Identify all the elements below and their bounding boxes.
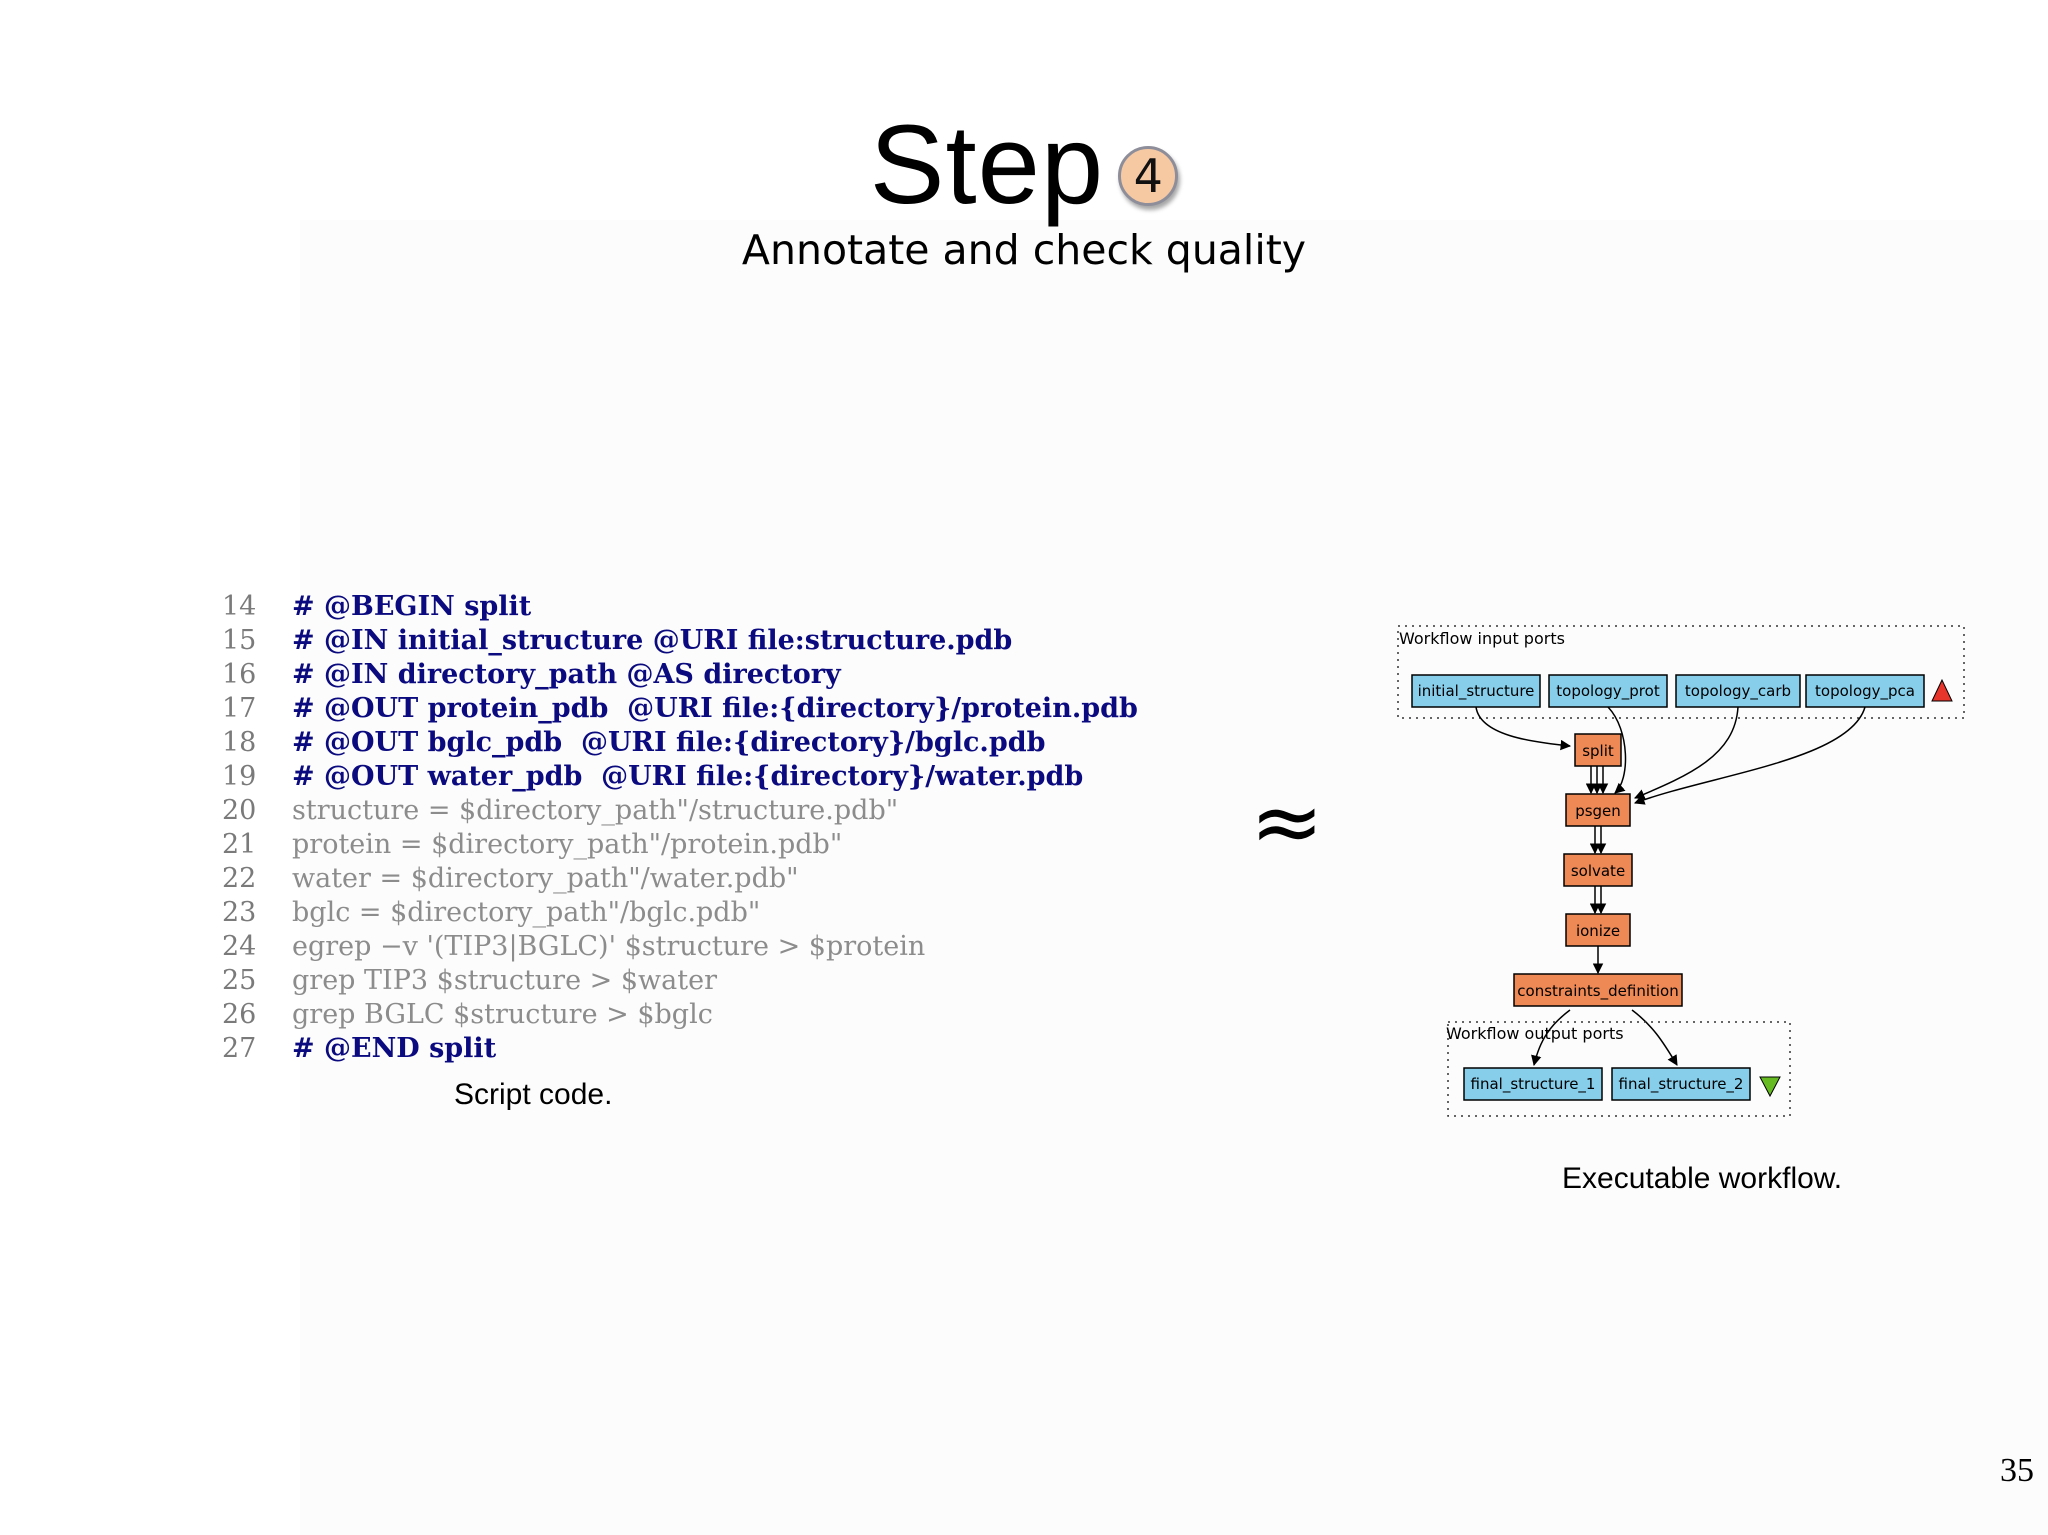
- process-solvate[interactable]: solvate: [1563, 853, 1633, 887]
- line-number: 23: [222, 897, 257, 928]
- process-label: ionize: [1576, 922, 1620, 940]
- line-number: 21: [222, 829, 257, 860]
- approx-symbol: ≈: [1250, 770, 1324, 873]
- down-triangle-icon: [1759, 1076, 1781, 1098]
- edge-carb-to-psgen: [1634, 706, 1739, 800]
- process-split[interactable]: split: [1574, 733, 1622, 767]
- process-ionize[interactable]: ionize: [1565, 913, 1631, 947]
- step-number-badge: 4: [1118, 146, 1179, 206]
- line-number: 15: [222, 625, 257, 656]
- input-port-initial-structure[interactable]: initial_structure: [1411, 674, 1541, 708]
- line-number: 27: [222, 1033, 257, 1064]
- code-line: 25 grep TIP3 $structure > $water: [222, 964, 1138, 998]
- code-text: grep BGLC $structure > $bglc: [292, 999, 713, 1030]
- process-label: split: [1582, 742, 1614, 760]
- code-line: 20 structure = $directory_path"/structure…: [222, 794, 1138, 828]
- slide-subtitle: Annotate and check quality: [741, 226, 1307, 274]
- edge-initial-to-split: [1475, 706, 1572, 751]
- input-port-topology-prot[interactable]: topology_prot: [1548, 674, 1668, 708]
- line-number: 26: [222, 999, 257, 1030]
- code-text: grep TIP3 $structure > $water: [292, 965, 717, 996]
- code-line: 22 water = $directory_path"/water.pdb": [222, 862, 1138, 896]
- input-port-label: topology_pca: [1815, 682, 1915, 701]
- code-line: 18 # @OUT bglc_pdb @URI file:{directory}/…: [222, 726, 1138, 760]
- code-text: # @IN directory_path @AS directory: [292, 659, 841, 690]
- code-line: 27 # @END split: [222, 1032, 1138, 1066]
- process-box: [1565, 913, 1631, 947]
- input-port-topology-carb[interactable]: topology_carb: [1675, 674, 1801, 708]
- code-line: 23 bglc = $directory_path"/bglc.pdb": [222, 896, 1138, 930]
- input-port-label: topology_carb: [1685, 682, 1791, 701]
- code-line: 19 # @OUT water_pdb @URI file:{directory}…: [222, 760, 1138, 794]
- workflow-diagram: Workflow input ports initial_structure t…: [1397, 625, 1965, 1117]
- line-number: 18: [222, 727, 257, 758]
- process-box: [1574, 733, 1622, 767]
- code-text: # @OUT water_pdb @URI file:{directory}/w…: [292, 761, 1084, 792]
- process-label: psgen: [1575, 802, 1621, 820]
- line-number: 25: [222, 965, 257, 996]
- output-port-box: [1611, 1067, 1751, 1101]
- output-port-box: [1463, 1067, 1603, 1101]
- code-text: # @OUT protein_pdb @URI file:{directory}…: [292, 693, 1138, 724]
- input-port-label: topology_prot: [1556, 682, 1660, 701]
- code-text: # @OUT bglc_pdb @URI file:{directory}/bg…: [292, 727, 1046, 758]
- code-text: bglc = $directory_path"/bglc.pdb": [292, 897, 761, 928]
- code-text: water = $directory_path"/water.pdb": [292, 863, 799, 894]
- input-port-topology-pca[interactable]: topology_pca: [1805, 674, 1925, 708]
- up-triangle-icon: [1931, 678, 1953, 702]
- input-port-box: [1675, 674, 1801, 708]
- line-number: 16: [222, 659, 257, 690]
- page-number: 35: [2000, 1452, 2034, 1489]
- process-psgen[interactable]: psgen: [1565, 793, 1631, 827]
- output-port-final-structure-1[interactable]: final_structure_1: [1463, 1067, 1603, 1101]
- output-port-label: final_structure_2: [1619, 1075, 1744, 1094]
- workflow-caption: Executable workflow.: [1562, 1162, 1843, 1195]
- process-box: [1513, 973, 1683, 1007]
- code-line: 15 # @IN initial_structure @URI file:stru…: [222, 624, 1138, 658]
- output-port-final-structure-2[interactable]: final_structure_2: [1611, 1067, 1751, 1101]
- code-line: 16 # @IN directory_path @AS directory: [222, 658, 1138, 692]
- code-text: structure = $directory_path"/structure.p…: [292, 795, 899, 826]
- output-ports-label: Workflow output ports: [1446, 1024, 1624, 1043]
- input-port-box: [1411, 674, 1541, 708]
- edge-to-final-2: [1631, 1009, 1678, 1066]
- code-line: 17 # @OUT protein_pdb @URI file:{director…: [222, 692, 1138, 726]
- process-label: constraints_definition: [1517, 982, 1678, 1001]
- code-line: 14 # @BEGIN split: [222, 590, 1138, 624]
- line-number: 24: [222, 931, 257, 962]
- code-text: # @BEGIN split: [292, 591, 532, 622]
- line-number: 22: [222, 863, 257, 894]
- script-caption: Script code.: [454, 1078, 613, 1111]
- slide-title: Step: [869, 102, 1105, 227]
- code-text: # @IN initial_structure @URI file:struct…: [292, 625, 1013, 656]
- output-port-label: final_structure_1: [1471, 1075, 1596, 1094]
- process-constraints-definition[interactable]: constraints_definition: [1513, 973, 1683, 1007]
- process-box: [1565, 793, 1631, 827]
- input-port-label: initial_structure: [1418, 682, 1535, 701]
- code-text: protein = $directory_path"/protein.pdb": [292, 829, 843, 860]
- line-number: 17: [222, 693, 257, 724]
- line-number: 14: [222, 591, 257, 622]
- code-text: # @END split: [292, 1033, 497, 1064]
- line-number: 19: [222, 761, 257, 792]
- code-line: 21 protein = $directory_path"/protein.pdb…: [222, 828, 1138, 862]
- code-line: 26 grep BGLC $structure > $bglc: [222, 998, 1138, 1032]
- edge-to-final-1: [1531, 1009, 1571, 1067]
- input-port-box: [1548, 674, 1668, 708]
- code-line: 24 egrep −v '(TIP3|BGLC)' $structure > $p…: [222, 930, 1138, 964]
- script-code-block: 14 # @BEGIN split 15 # @IN initial_structur…: [222, 590, 1138, 1066]
- edge-pca-to-psgen: [1634, 706, 1866, 805]
- input-ports-label: Workflow input ports: [1399, 629, 1565, 648]
- process-label: solvate: [1571, 862, 1625, 880]
- edge-prot-to-psgen: [1607, 706, 1627, 794]
- process-box: [1563, 853, 1633, 887]
- code-text: egrep −v '(TIP3|BGLC)' $structure > $pro…: [292, 931, 926, 962]
- line-number: 20: [222, 795, 257, 826]
- slide-background: [300, 220, 2048, 1535]
